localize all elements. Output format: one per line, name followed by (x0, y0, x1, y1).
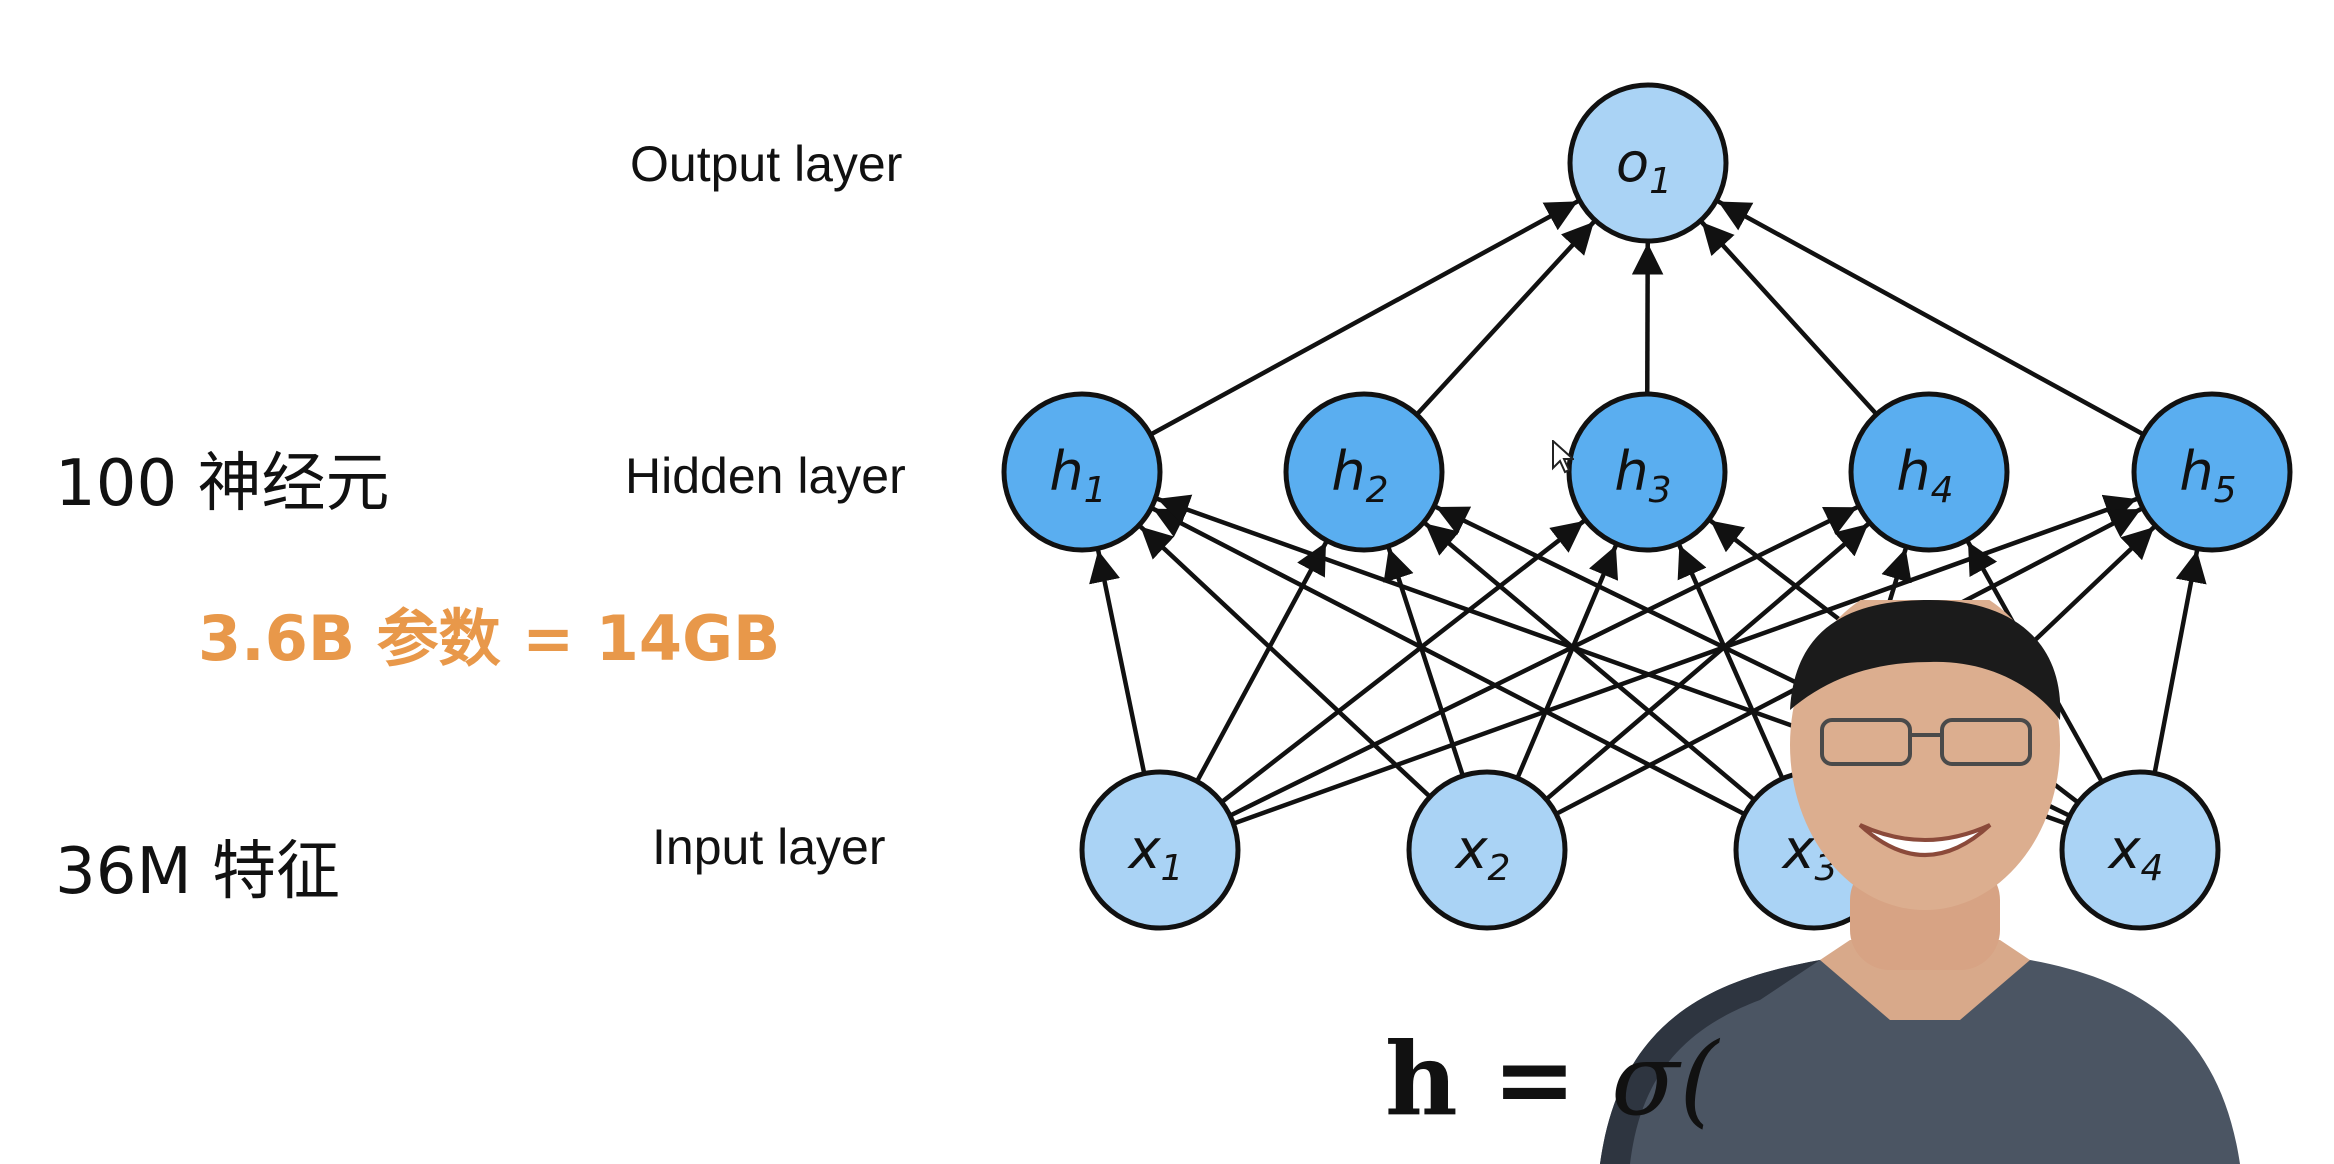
edge-x3-h3 (1677, 544, 1785, 780)
mouse-cursor-icon (1552, 440, 1574, 474)
edge-h2-o1 (1415, 220, 1596, 417)
hidden-node-2-label: h2 (1331, 440, 1388, 511)
hidden-node-1: h1 (1001, 391, 1163, 553)
hidden-node-5: h5 (2131, 391, 2293, 553)
hidden-layer-label: Hidden layer (625, 448, 906, 504)
hidden-node-4: h4 (1848, 391, 2010, 553)
output-node-1: o1 (1567, 82, 1729, 244)
edge-x1-h4 (1229, 505, 1859, 818)
edge-x4-h5 (2152, 550, 2207, 774)
input-node-2: x2 (1406, 769, 1568, 931)
output-layer-label: Output layer (630, 136, 903, 192)
edge-x1-h2 (1195, 541, 1328, 783)
hidden-node-4-label: h4 (1896, 440, 1953, 511)
neuron-count-note: 100 神经元 (55, 447, 390, 521)
edge-x2-h4 (1544, 522, 1870, 802)
hidden-node-3-label: h3 (1614, 440, 1671, 511)
edge-h5-o1 (1717, 199, 2145, 437)
edge-h1-o1 (1149, 199, 1579, 437)
input-node-4: x4 (2059, 769, 2221, 931)
feature-count-note: 36M 特征 (55, 835, 340, 909)
formula-lhs: h (1385, 1020, 1458, 1138)
presenter-video-overlay (1560, 600, 2240, 1164)
formula-equals: = (1457, 1020, 1612, 1138)
edge-x2-h1 (1138, 524, 1432, 799)
input-node-1-label: x1 (1127, 818, 1184, 889)
hidden-node-5-label: h5 (2179, 440, 2236, 511)
edge-x3-h2 (1423, 521, 1756, 802)
edge-x3-h1 (1152, 506, 1746, 817)
hidden-layer-formula: h = σ( (1385, 1020, 1718, 1138)
hidden-node-2: h2 (1283, 391, 1445, 553)
output-node-1-label: o1 (1616, 131, 1672, 202)
edge-h4-o1 (1700, 220, 1879, 416)
edge-x1-h3 (1220, 519, 1586, 804)
input-node-1: x1 (1079, 769, 1241, 931)
parameter-size-note: 3.6B 参数 = 14GB (198, 602, 781, 675)
input-node-2-label: x2 (1454, 818, 1511, 889)
input-node-4-label: x4 (2107, 818, 2164, 889)
formula-rhs: σ( (1611, 1021, 1719, 1138)
hidden-node-1-label: h1 (1049, 440, 1106, 511)
input-layer-label: Input layer (652, 819, 886, 875)
hidden-node-3: h3 (1566, 391, 1728, 553)
edge-x1-h1 (1089, 549, 1147, 775)
